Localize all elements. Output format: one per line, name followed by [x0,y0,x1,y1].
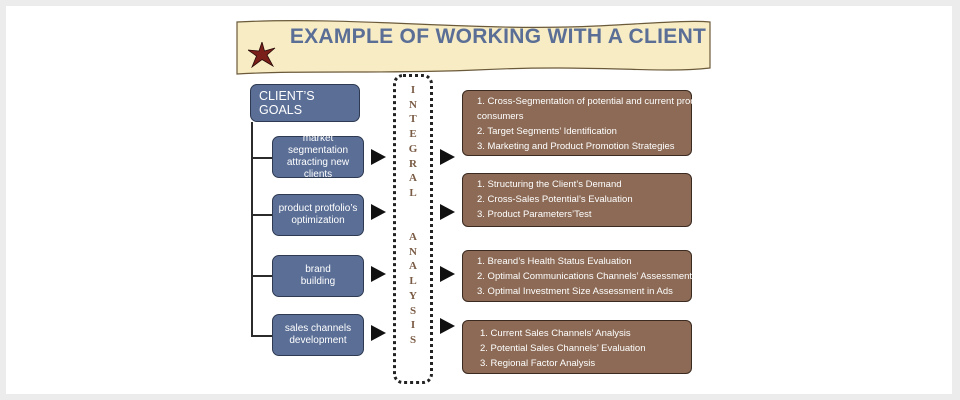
tree-branch-line [251,335,272,337]
result-line: consumers [477,111,524,122]
star-icon [248,42,276,68]
result-line: 1. Current Sales Channels’ Analysis [480,328,631,339]
result-line: 3. Product Parameters’Test [477,209,592,220]
integral-analysis-box: I N T E G R A L A N A L Y S I S [393,74,433,384]
tree-branch-line [251,275,272,277]
result-line: 3. Optimal Investment Size Assessment in… [477,286,673,297]
goal-market-segmentation: market segmentation attracting new clien… [272,133,364,180]
result-box-segmentation: 1. Cross-Segmentation of potential and c… [462,90,715,156]
result-line: 1. Structuring the Client’s Demand [477,179,622,190]
tree-branch-line [251,214,272,216]
result-box-brand: 1. Breand’s Health Status Evaluation 2. … [462,250,692,302]
result-box-sales-channels: 1. Current Sales Channels’ Analysis 2. P… [462,320,692,374]
client-goals-header: CLIENT’S GOALS [250,84,360,122]
result-line: 2. Optimal Communications Channels’ Asse… [477,271,693,282]
result-box-portfolio: 1. Structuring the Client’s Demand 2. Cr… [462,173,692,227]
integral-analysis-label: I N T E G R A L A N A L Y S I S [408,84,418,346]
result-line: 2. Cross-Sales Potential’s Evaluation [477,194,633,205]
result-line: 2. Potential Sales Channels’ Evaluation [480,343,646,354]
banner-title: EXAMPLE OF WORKING WITH A CLIENT [289,25,707,48]
arrow-icon [440,318,455,334]
arrow-icon [440,266,455,282]
arrow-icon [371,149,386,165]
result-line: 3. Marketing and Product Promotion Strat… [477,141,675,152]
arrow-icon [440,149,455,165]
arrow-icon [371,204,386,220]
goal-product-portfolio: product protfolio’s optimization [272,194,364,236]
result-line: 2. Target Segments’ Identification [477,126,617,137]
banner-ribbon [236,20,711,75]
title-banner: EXAMPLE OF WORKING WITH A CLIENT [236,18,712,78]
goal-sales-channels: sales channels development [272,314,364,356]
tree-trunk-line [251,122,253,337]
goal-brand-building: brand building [272,255,364,297]
result-line: 1. Cross-Segmentation of potential and c… [477,96,715,107]
tree-branch-line [251,157,272,159]
result-line: 3. Regional Factor Analysis [480,358,596,369]
result-line: 1. Breand’s Health Status Evaluation [477,256,632,267]
arrow-icon [371,325,386,341]
arrow-icon [371,266,386,282]
arrow-icon [440,204,455,220]
